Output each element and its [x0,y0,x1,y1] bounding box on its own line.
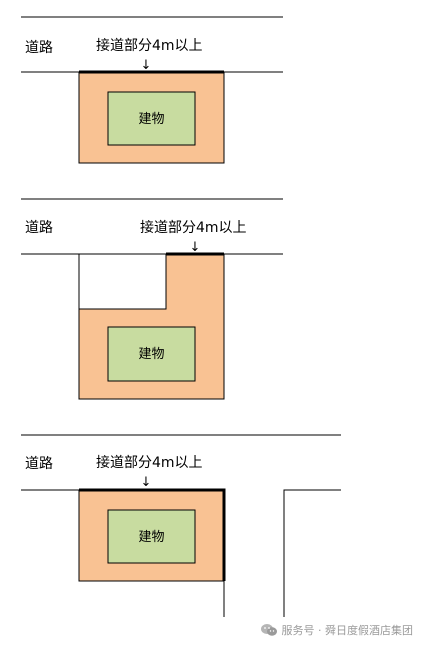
building [107,509,196,564]
wechat-icon [260,623,278,637]
diagram-2: 道路 接道部分4m以上 ↓ 建物 [21,198,283,400]
diagram-3: 道路 接道部分4m以上 ↓ 建物 [21,434,341,617]
road-label: 道路 [25,456,53,472]
arrow-down-icon: ↓ [190,240,201,255]
watermark-text: 服务号 · 舜日度假酒店集团 [281,624,414,637]
watermark: 服务号 · 舜日度假酒店集团 [260,622,414,638]
neighbor-lot [78,253,167,310]
arrow-down-icon: ↓ [141,475,152,490]
building [107,91,196,146]
side-road-right-edge [283,489,341,617]
road-label: 道路 [25,40,53,56]
diagram-1: 道路 接道部分4m以上 ↓ 建物 [21,16,283,164]
access-label: 接道部分4m以上 [96,37,203,54]
building-label: 建物 [138,530,164,545]
access-frontage [79,488,226,581]
road-label: 道路 [25,220,53,236]
access-label: 接道部分4m以上 [140,219,247,236]
access-label: 接道部分4m以上 [96,454,203,471]
building-label: 建物 [138,112,164,127]
building [107,326,196,382]
arrow-down-icon: ↓ [141,58,152,73]
building-label: 建物 [138,347,164,362]
